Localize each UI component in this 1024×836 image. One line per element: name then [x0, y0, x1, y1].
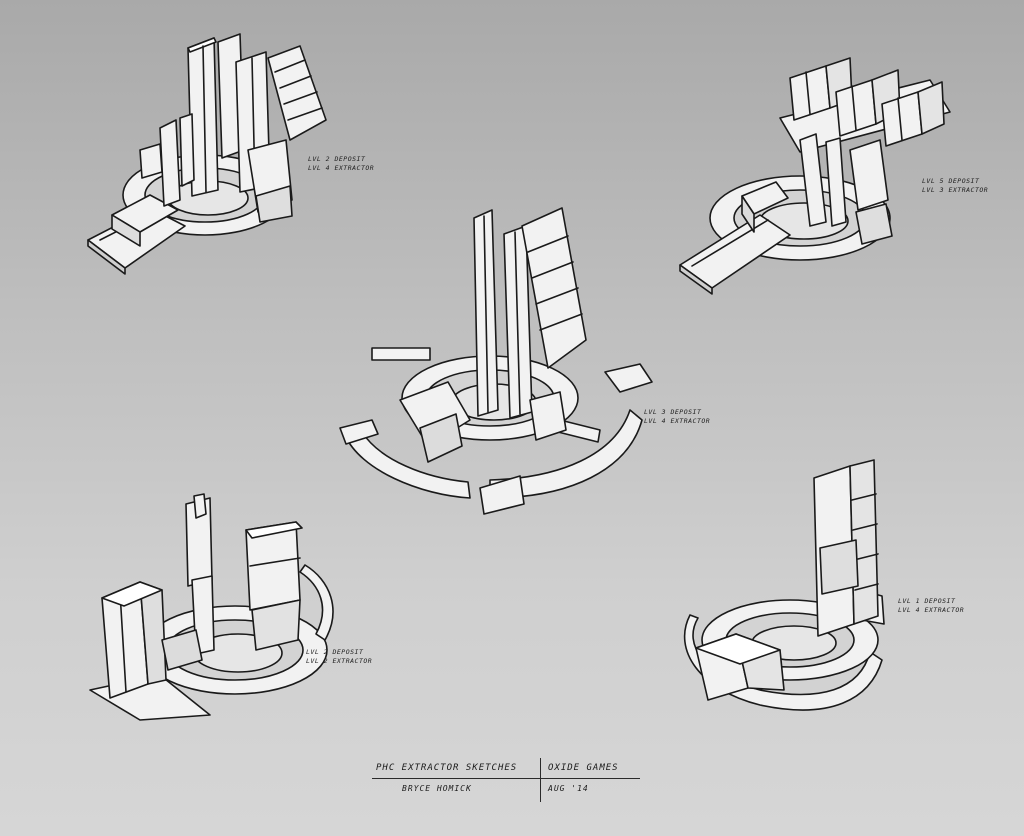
extractor-sketch-bottom-right [683, 459, 885, 711]
annotation-top-right: Lvl 5 Deposit Lvl 3 Extractor [922, 177, 988, 195]
annotation-deposit-level: Lvl 2 Deposit [308, 155, 366, 163]
extractor-sketch-top-right [679, 57, 951, 295]
extractor-sketch-top-left [87, 33, 327, 275]
annotation-center: Lvl 3 Deposit Lvl 4 Extractor [644, 408, 710, 426]
title-block-divider-vertical [540, 758, 541, 802]
annotation-extractor-level: Lvl 2 Extractor [306, 657, 373, 665]
annotation-extractor-level: Lvl 3 Extractor [922, 186, 989, 194]
title-block: PHC Extractor Sketches Oxide Games Bryce… [372, 758, 644, 804]
annotation-bottom-right: Lvl 1 Deposit Lvl 4 Extractor [898, 597, 964, 615]
artist-name: Bryce Homick [402, 784, 472, 793]
annotation-deposit-level: Lvl 3 Deposit [644, 408, 702, 416]
title-block-divider-horizontal [372, 778, 640, 779]
annotation-top-left: Lvl 2 Deposit Lvl 4 Extractor [308, 155, 374, 173]
annotation-bottom-left: Lvl 2 Deposit Lvl 2 Extractor [306, 648, 372, 666]
annotation-extractor-level: Lvl 4 Extractor [898, 606, 965, 614]
sheet-date: Aug '14 [548, 784, 589, 793]
extractor-sketch-center [339, 207, 653, 515]
annotation-extractor-level: Lvl 4 Extractor [644, 417, 711, 425]
annotation-extractor-level: Lvl 4 Extractor [308, 164, 375, 172]
annotation-deposit-level: Lvl 2 Deposit [306, 648, 364, 656]
sheet-title: PHC Extractor Sketches [376, 763, 518, 773]
annotation-deposit-level: Lvl 1 Deposit [898, 597, 956, 605]
extractor-sketch-bottom-left [89, 493, 334, 721]
annotation-deposit-level: Lvl 5 Deposit [922, 177, 980, 185]
studio-name: Oxide Games [548, 763, 619, 773]
